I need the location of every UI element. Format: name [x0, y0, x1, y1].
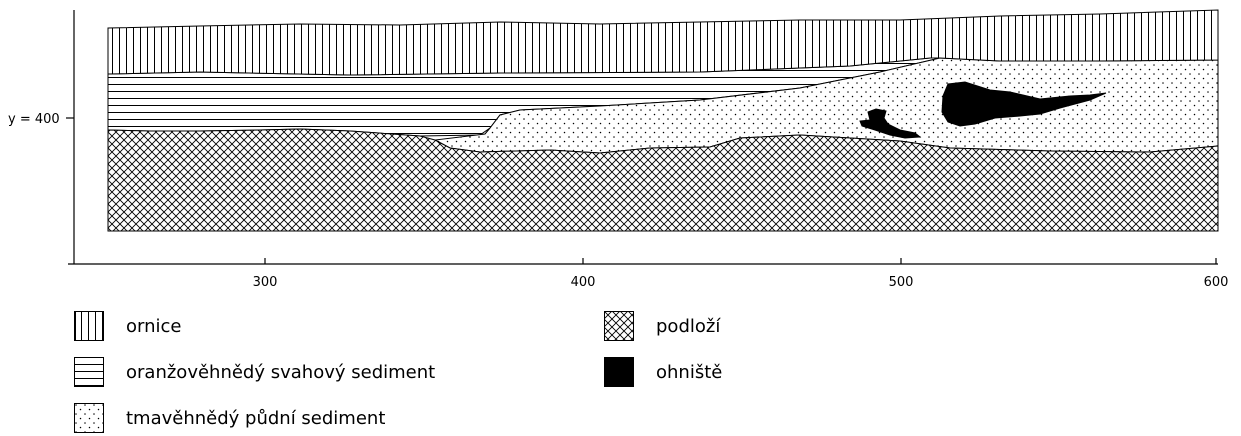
y-axis-marker-label: y = 400 [8, 112, 60, 127]
tmavehnedy-sediment-swatch-icon [74, 403, 104, 433]
layer-ornice [107, 9, 1219, 76]
ohniste-hearth [941, 81, 1107, 127]
legend-label-ornice: ornice [126, 315, 182, 337]
x-tick-label-300: 300 [253, 275, 278, 290]
legend-label-ohniste: ohniště [656, 361, 723, 383]
podlozi-swatch-icon [604, 311, 634, 341]
legend-item-ohniste: ohniště [604, 357, 722, 387]
profile-diagram: y = 400 300 400 500 600 [8, 9, 1229, 290]
svahovy-sediment-swatch-icon [74, 357, 104, 387]
legend-label-tmavehnedy-sediment: tmavěhnědý půdní sediment [126, 407, 386, 429]
legend-item-podlozi: podloží [604, 311, 720, 341]
legend-item-svahovy-sediment: oranžověhnědý svahový sediment [74, 357, 435, 387]
legend-item-tmavehnedy-sediment: tmavěhnědý půdní sediment [74, 403, 385, 433]
ohniste-swatch-icon [604, 357, 634, 387]
legend-label-podlozi: podloží [656, 315, 721, 337]
x-tick-label-600: 600 [1204, 275, 1229, 290]
ohniste-fragment [859, 108, 922, 139]
x-tick-label-500: 500 [889, 275, 914, 290]
ornice-swatch-icon [74, 311, 104, 341]
layer-podlozi [107, 128, 1219, 232]
x-tick-label-400: 400 [571, 275, 596, 290]
legend-item-ornice: ornice [74, 311, 181, 341]
legend-label-svahovy-sediment: oranžověhnědý svahový sediment [126, 361, 436, 383]
